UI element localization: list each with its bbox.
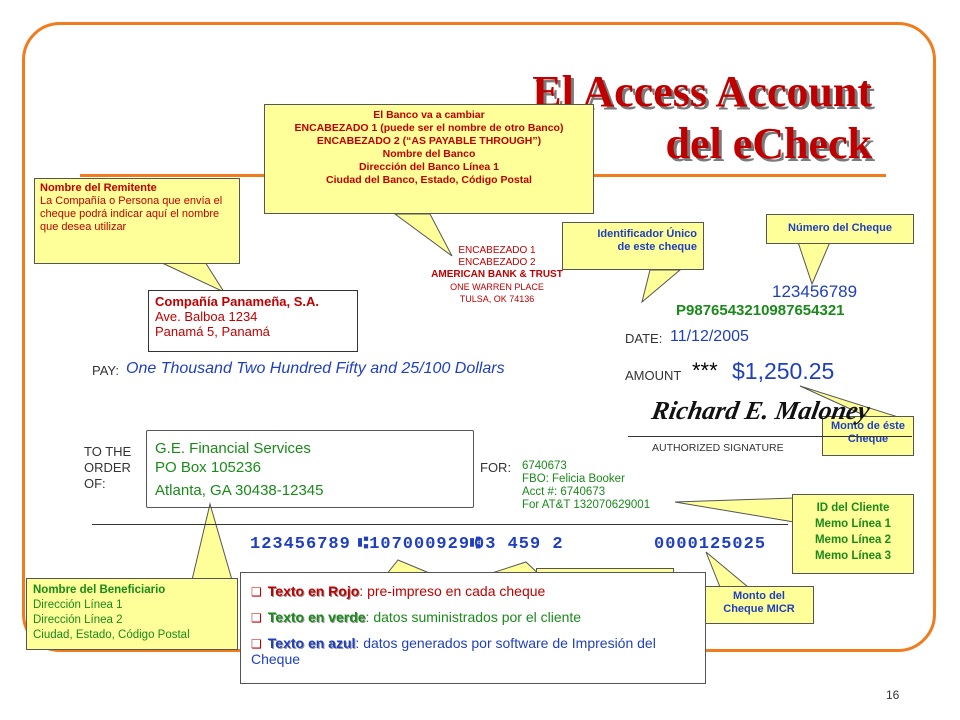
beneficiario-callout: Nombre del Beneficiario Dirección Línea … bbox=[26, 578, 238, 650]
micr-account: 03 459 2 bbox=[474, 535, 564, 554]
identificador-callout: Identificador Único de este cheque bbox=[562, 222, 704, 270]
legend-green-label: Texto en verde bbox=[267, 609, 366, 625]
identificador-callout-line-2: de este cheque bbox=[617, 241, 697, 253]
page-number: 16 bbox=[886, 688, 900, 702]
bank-callout-pointer bbox=[393, 213, 453, 257]
numero-callout-pointer bbox=[797, 241, 831, 286]
micr-divider bbox=[92, 524, 788, 525]
micr-amount-callout-line-1: Monto del bbox=[733, 590, 785, 602]
slide-title-line-2: del eCheck bbox=[665, 119, 872, 168]
legend-red-label: Texto en Rojo bbox=[267, 583, 360, 599]
remitter-address-1: Ave. Balboa 1234 bbox=[155, 309, 258, 324]
monto-callout-line-1: Monto de éste bbox=[831, 420, 905, 432]
remitente-callout-pointer bbox=[159, 261, 226, 294]
order-of-line: OF: bbox=[84, 476, 106, 491]
payee-address-1: PO Box 105236 bbox=[155, 459, 261, 476]
payee-box: G.E. Financial Services PO Box 105236 At… bbox=[146, 430, 474, 508]
order-of-label: TO THE ORDER OF: bbox=[84, 444, 131, 492]
payee-address-2: Atlanta, GA 30438-12345 bbox=[155, 482, 324, 499]
check-header-line-2: ENCABEZADO 2 bbox=[458, 257, 536, 268]
amount-stars: *** bbox=[692, 358, 718, 383]
beneficiario-callout-line: Dirección Línea 1 bbox=[33, 599, 123, 611]
legend-item-red: ❑ Texto en Rojo: pre-impreso en cada cheq… bbox=[251, 583, 695, 599]
date-label: DATE: bbox=[625, 331, 663, 346]
micr-check-number: 123456789 bbox=[250, 535, 351, 554]
bank-callout-line: El Banco va a cambiar bbox=[373, 109, 485, 121]
check-bank-header: ENCABEZADO 1 ENCABEZADO 2 AMERICAN BANK … bbox=[392, 245, 602, 305]
remitente-callout-body: La Compañía o Persona que envía el chequ… bbox=[40, 195, 223, 233]
legend-red-desc: : pre-impreso en cada cheque bbox=[359, 583, 546, 599]
identificador-callout-pointer bbox=[641, 269, 682, 304]
bank-callout-line: Dirección del Banco Línea 1 bbox=[358, 161, 500, 173]
check-date: 11/12/2005 bbox=[670, 328, 749, 345]
check-bank-address-2: TULSA, OK 74136 bbox=[459, 294, 535, 304]
micr-routing: ⑆107000929⑆ bbox=[358, 535, 482, 554]
micr-amount-callout-line-2: Cheque MICR bbox=[723, 603, 795, 615]
numero-cheque-callout-label: Número del Cheque bbox=[788, 222, 892, 234]
micr-amount-callout: Monto del Cheque MICR bbox=[704, 586, 814, 624]
signature-line bbox=[628, 436, 912, 437]
memo-line: 6740673 bbox=[522, 460, 567, 472]
legend-blue-desc: : datos generados por software de Impres… bbox=[251, 635, 656, 667]
pay-label: PAY: bbox=[92, 363, 119, 378]
legend-blue-label: Texto en azul bbox=[267, 635, 356, 651]
beneficiario-callout-pointer bbox=[191, 502, 233, 581]
check-unique-id: P9876543210987654321 bbox=[676, 302, 845, 319]
cliente-callout-pointer bbox=[674, 497, 795, 523]
bullet-icon: ❑ bbox=[251, 637, 262, 651]
cliente-callout-line: Memo Línea 2 bbox=[814, 534, 892, 546]
legend-item-green: ❑ Texto en verde: datos suministrados por… bbox=[251, 609, 695, 625]
memo-line: For AT&T 132070629001 bbox=[522, 499, 651, 511]
bank-callout-line: Ciudad del Banco, Estado, Código Postal bbox=[326, 174, 532, 186]
for-label: FOR: bbox=[480, 460, 512, 475]
amount-label: AMOUNT bbox=[625, 368, 682, 383]
cliente-callout-line: Memo Línea 1 bbox=[814, 518, 892, 530]
memo-line: Acct #: 6740673 bbox=[522, 486, 606, 498]
check-bank-name: AMERICAN BANK & TRUST bbox=[431, 269, 563, 280]
remitter-box: Compañía Panameña, S.A. Ave. Balboa 1234… bbox=[148, 290, 358, 352]
bank-callout: El Banco va a cambiar ENCABEZADO 1 (pued… bbox=[264, 104, 594, 214]
bank-callout-line: ENCABEZADO 1 (puede ser el nombre de otr… bbox=[294, 122, 564, 134]
bank-callout-line: ENCABEZADO 2 (“AS PAYABLE THROUGH”) bbox=[316, 135, 542, 147]
cliente-callout-line: ID del Cliente bbox=[816, 502, 890, 514]
remitente-callout-heading: Nombre del Remitente bbox=[40, 182, 157, 194]
bank-callout-line: Nombre del Banco bbox=[382, 148, 476, 160]
beneficiario-callout-line: Dirección Línea 2 bbox=[33, 614, 123, 626]
beneficiario-callout-heading: Nombre del Beneficiario bbox=[33, 584, 166, 596]
check-amount-words: One Thousand Two Hundred Fifty and 25/10… bbox=[126, 360, 505, 377]
order-of-line: ORDER bbox=[84, 460, 131, 475]
numero-cheque-callout: Número del Cheque bbox=[766, 214, 914, 244]
monto-callout-line-2: Cheque bbox=[847, 433, 889, 445]
cliente-callout: ID del Cliente Memo Línea 1 Memo Línea 2… bbox=[792, 494, 914, 574]
check-bank-address-1: ONE WARREN PLACE bbox=[450, 282, 544, 292]
cliente-callout-line: Memo Línea 3 bbox=[814, 550, 892, 562]
micr-callout-pointer bbox=[705, 551, 750, 588]
legend-green-desc: : datos suministrados por el cliente bbox=[365, 609, 582, 625]
beneficiario-callout-line: Ciudad, Estado, Código Postal bbox=[33, 629, 190, 641]
micr-amount: 0000125025 bbox=[654, 535, 767, 554]
bullet-icon: ❑ bbox=[251, 585, 262, 599]
check-number: 123456789 bbox=[772, 282, 858, 301]
payee-name: G.E. Financial Services bbox=[155, 440, 311, 457]
remitter-name: Compañía Panameña, S.A. bbox=[155, 294, 319, 309]
legend-box: ❑ Texto en Rojo: pre-impreso en cada cheq… bbox=[240, 572, 706, 684]
remitente-callout: Nombre del Remitente La Compañía o Perso… bbox=[34, 178, 240, 264]
memo-block: 6740673 FBO: Felicia Booker Acct #: 6740… bbox=[522, 460, 650, 512]
remitter-address-2: Panamá 5, Panamá bbox=[155, 324, 270, 339]
bullet-icon: ❑ bbox=[251, 611, 262, 625]
memo-line: FBO: Felicia Booker bbox=[522, 473, 625, 485]
legend-item-blue: ❑ Texto en azul: datos generados por soft… bbox=[251, 635, 695, 667]
signature: Richard E. Maloney bbox=[649, 396, 873, 425]
identificador-callout-line-1: Identificador Único bbox=[597, 228, 697, 240]
order-of-line: TO THE bbox=[84, 444, 132, 459]
authorized-signature-label: AUTHORIZED SIGNATURE bbox=[652, 442, 784, 454]
check-amount: $1,250.25 bbox=[732, 358, 835, 384]
check-header-line-1: ENCABEZADO 1 bbox=[458, 245, 536, 256]
